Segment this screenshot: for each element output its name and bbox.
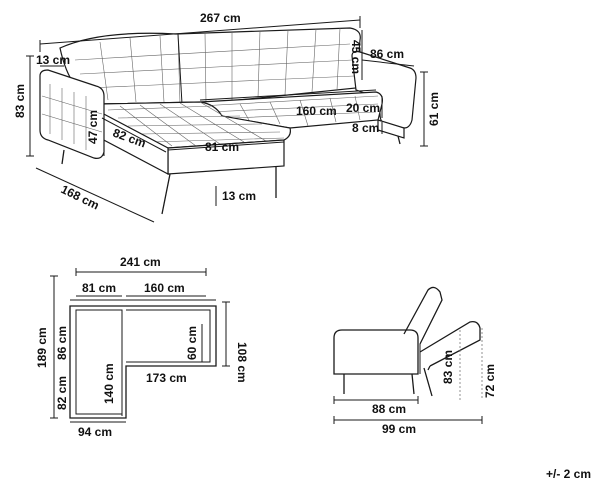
label-plan-inner-length: 173 cm xyxy=(146,371,187,385)
label-seat-gap: 20 cm xyxy=(346,101,380,115)
label-arm-width: 13 cm xyxy=(36,53,70,67)
label-side-height: 61 cm xyxy=(427,92,441,126)
label-chaise-width: 81 cm xyxy=(205,140,239,154)
side-view xyxy=(333,286,483,424)
label-width: 267 cm xyxy=(200,11,241,25)
label-plan-inner-seat: 60 cm xyxy=(185,326,199,360)
label-plan-upper-depth: 86 cm xyxy=(55,326,69,360)
label-seat-width: 160 cm xyxy=(296,104,337,118)
plan-view xyxy=(50,268,230,423)
label-side-seat-depth: 88 cm xyxy=(372,402,406,416)
iso-dimension-lines xyxy=(26,16,428,223)
seat-tufting xyxy=(199,95,379,127)
label-leg-back: 8 cm xyxy=(352,121,379,135)
chaise-tufting xyxy=(107,101,285,147)
label-arm-height: 47 cm xyxy=(86,110,100,144)
label-back-height: 45 cm xyxy=(349,40,363,74)
label-leg-height: 13 cm xyxy=(222,189,256,203)
label-total-height: 83 cm xyxy=(13,84,27,118)
leg xyxy=(61,149,65,165)
label-side-depth: 86 cm xyxy=(370,47,404,61)
label-plan-inner-chaise: 140 cm xyxy=(102,363,116,404)
label-plan-right: 160 cm xyxy=(144,281,185,295)
back-tufting xyxy=(74,27,355,105)
label-plan-left: 81 cm xyxy=(82,281,116,295)
label-side-total-depth: 99 cm xyxy=(382,422,416,436)
label-plan-top-width: 241 cm xyxy=(120,255,161,269)
label-plan-right-depth: 108 cm xyxy=(235,342,249,383)
label-plan-total-depth: 189 cm xyxy=(35,327,49,368)
leg xyxy=(161,173,171,215)
iso-sofa xyxy=(39,27,417,215)
label-plan-bottom-width: 94 cm xyxy=(78,425,112,439)
label-total-depth: 168 cm xyxy=(59,182,102,212)
label-plan-lower-depth: 82 cm xyxy=(55,376,69,410)
label-side-height: 72 cm xyxy=(483,364,497,398)
leg xyxy=(397,135,401,145)
tolerance-note: +/- 2 cm xyxy=(546,467,591,481)
label-side-reclined-height: 83 cm xyxy=(441,350,455,384)
